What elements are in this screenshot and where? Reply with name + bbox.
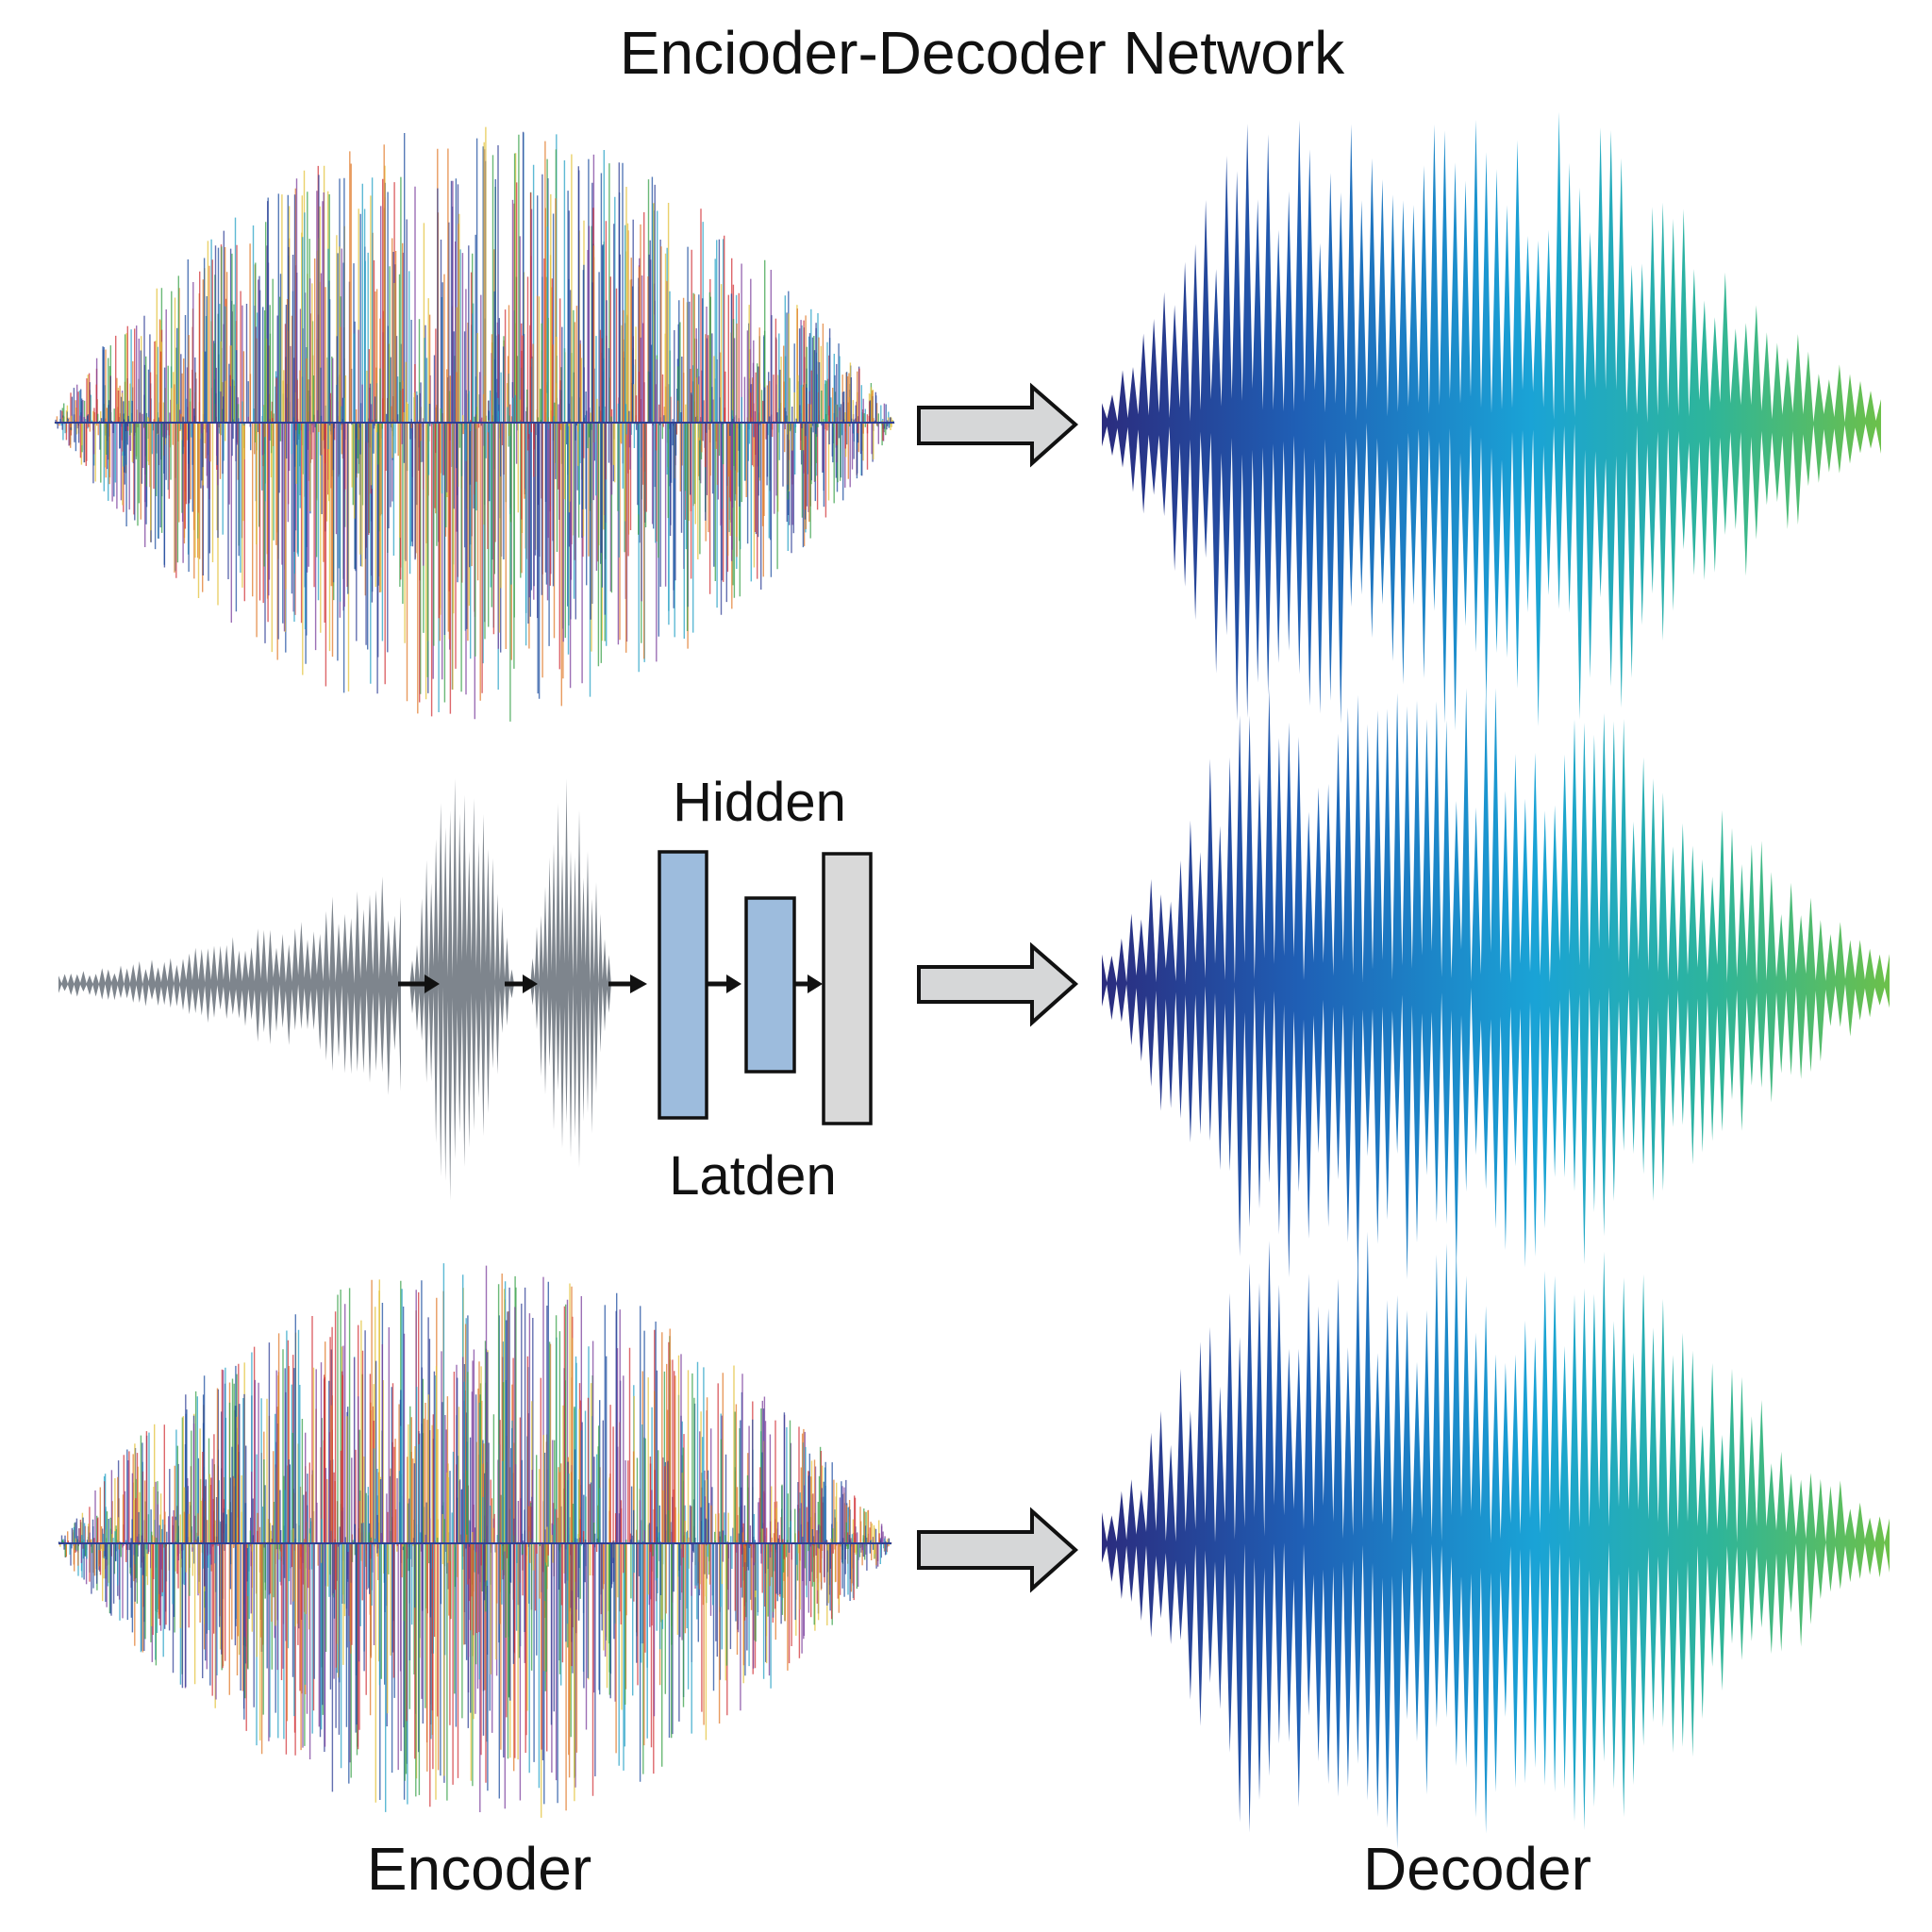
gray-wave-burst <box>528 778 613 1168</box>
latent-box <box>822 852 873 1125</box>
pipeline-arrow-icon <box>608 974 647 993</box>
hidden-layer-box <box>658 850 708 1120</box>
encoder-label: Encoder <box>367 1835 591 1903</box>
pipeline-arrow-icon <box>505 974 538 993</box>
bottleneck-box <box>744 896 796 1074</box>
gray-wave-burst <box>58 876 401 1095</box>
decoded-waveform-bottom <box>1102 1231 1890 1850</box>
pipeline-arrow-icon <box>795 974 823 993</box>
noisy-input-waveform-top <box>54 126 895 722</box>
decoded-waveform-top <box>1102 111 1881 731</box>
decoded-waveform-middle <box>1102 688 1890 1284</box>
flow-arrow-icon <box>917 1507 1079 1593</box>
pipeline-arrow-icon <box>708 974 741 993</box>
gray-wave-burst <box>408 778 514 1201</box>
latent-label: Latden <box>669 1145 836 1207</box>
flow-arrow-icon <box>917 382 1079 468</box>
noisy-input-waveform-bottom <box>58 1263 892 1818</box>
pipeline-arrow-icon <box>398 974 440 993</box>
decoder-label: Decoder <box>1363 1835 1591 1903</box>
diagram-title: Encioder-Decoder Network <box>620 19 1345 87</box>
gray-input-waveform <box>58 778 613 1201</box>
flow-arrow-icon <box>917 941 1079 1027</box>
hidden-label: Hidden <box>673 772 846 833</box>
